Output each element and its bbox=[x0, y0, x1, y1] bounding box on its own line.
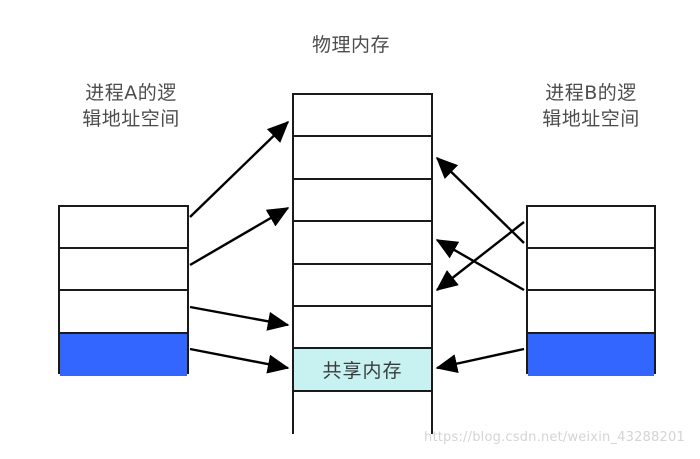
process-a-cell-2[interactable] bbox=[60, 249, 187, 292]
mapping-arrow-a2 bbox=[189, 206, 290, 267]
process-a-cell-3[interactable] bbox=[60, 291, 187, 334]
physical-cell-3[interactable] bbox=[294, 179, 431, 223]
mapping-arrow-a3 bbox=[189, 305, 290, 331]
physical-cell-8[interactable] bbox=[294, 391, 431, 435]
process-a-label: 进程A的逻 辑地址空间 bbox=[82, 82, 180, 130]
process-b-label: 进程B的逻 辑地址空间 bbox=[542, 82, 640, 130]
mapping-arrow-b3 bbox=[435, 221, 525, 291]
process-a-cell-1[interactable] bbox=[60, 207, 187, 250]
mapping-arrow-a1 bbox=[189, 120, 290, 218]
physical-cell-6[interactable] bbox=[294, 306, 431, 350]
process-a-address-space-block bbox=[58, 205, 189, 376]
process-a-cell-4-shared-segment[interactable] bbox=[60, 333, 187, 376]
process-b-cell-3[interactable] bbox=[528, 291, 654, 334]
process-b-address-space-block bbox=[526, 205, 656, 376]
mapping-arrow-b4 bbox=[435, 347, 525, 374]
mapping-arrow-b2 bbox=[435, 238, 525, 292]
shared-memory-label: 共享内存 bbox=[322, 360, 403, 383]
watermark: https://blog.csdn.net/weixin_43288201 bbox=[424, 430, 685, 445]
physical-cell-5[interactable] bbox=[294, 264, 431, 307]
physical-memory-block: 共享内存 bbox=[292, 93, 433, 435]
shared-memory-cell[interactable]: 共享内存 bbox=[294, 349, 431, 392]
physical-cell-2[interactable] bbox=[294, 137, 431, 180]
page-title: 物理内存 bbox=[311, 34, 390, 56]
mapping-arrow-a4 bbox=[189, 347, 290, 374]
process-b-cell-2[interactable] bbox=[528, 249, 654, 292]
mapping-arrow-b1 bbox=[435, 156, 525, 244]
process-b-cell-4-shared-segment[interactable] bbox=[528, 333, 654, 376]
physical-cell-4[interactable] bbox=[294, 222, 431, 265]
physical-cell-1[interactable] bbox=[294, 95, 431, 138]
process-b-cell-1[interactable] bbox=[528, 207, 654, 250]
